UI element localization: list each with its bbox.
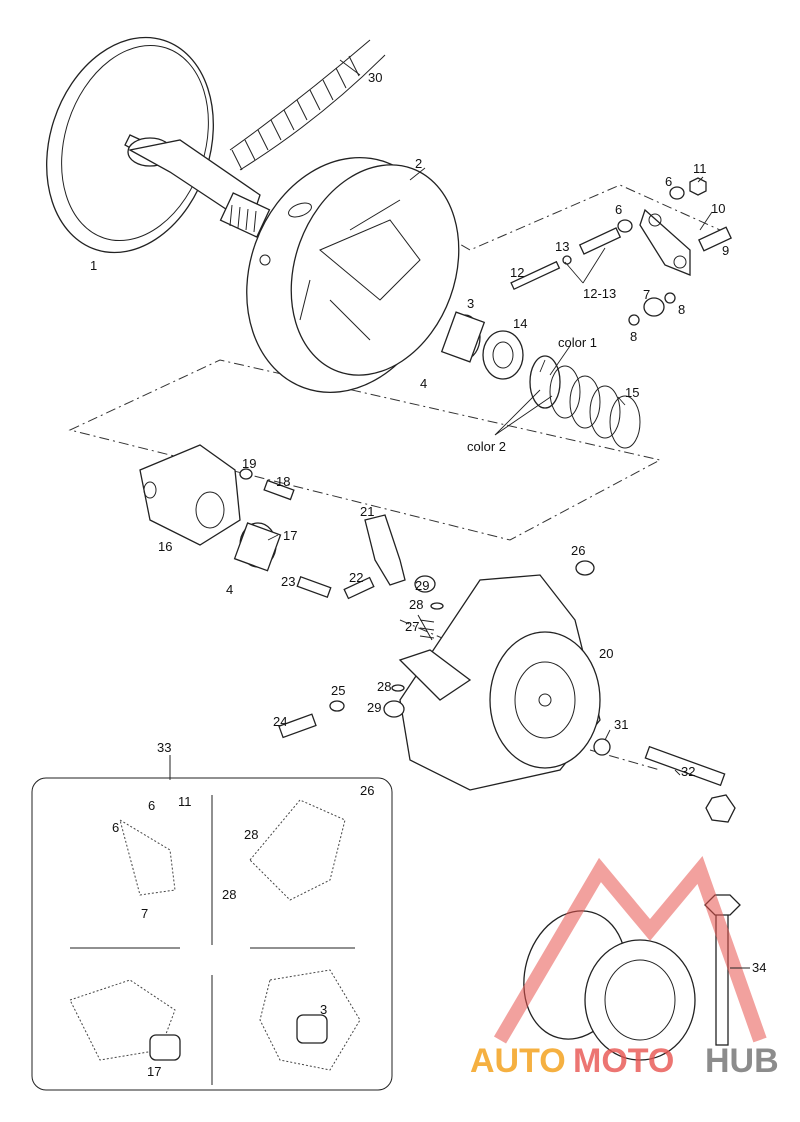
callout-3: 3 — [467, 296, 474, 311]
callout-12: 12 — [510, 265, 524, 280]
inset-callout-11: 11 — [178, 794, 192, 809]
roller-arm-cluster — [278, 514, 736, 823]
inset-labels: 6 11 6 7 26 28 28 17 3 — [112, 783, 374, 1079]
callout-14: 14 — [513, 316, 527, 331]
arm-hardware-cluster — [510, 177, 732, 326]
arm-support-part-20 — [399, 560, 601, 791]
drive-belt-part-30 — [229, 39, 386, 171]
callout-labels: 1 2 3 4 4 6 6 7 8 8 9 10 11 12 13 12-13 … — [90, 70, 766, 975]
inset-callout-17: 17 — [147, 1064, 161, 1079]
callout-8-right: 8 — [678, 302, 685, 317]
callout-30: 30 — [368, 70, 382, 85]
callout-10: 10 — [711, 201, 725, 216]
callout-6-top: 6 — [665, 174, 672, 189]
callout-4-top: 4 — [420, 376, 427, 391]
callout-29-top: 29 — [415, 578, 429, 593]
callout-21: 21 — [360, 504, 374, 519]
callout-color-2: color 2 — [467, 439, 506, 454]
inset-callout-7: 7 — [141, 906, 148, 921]
leader-lines — [169, 59, 750, 969]
callout-19: 19 — [242, 456, 256, 471]
inset-callout-6-left: 6 — [112, 820, 119, 835]
callout-17: 17 — [283, 528, 297, 543]
callout-7: 7 — [643, 287, 650, 302]
callout-18: 18 — [276, 474, 290, 489]
callout-12-13: 12-13 — [583, 286, 616, 301]
callout-34: 34 — [752, 960, 766, 975]
callout-1: 1 — [90, 258, 97, 273]
callout-25: 25 — [331, 683, 345, 698]
fixed-sheave-part-1 — [46, 36, 271, 254]
inset-kit-33 — [31, 755, 393, 1091]
bushing-seal-spring-cluster — [440, 311, 641, 449]
callout-26: 26 — [571, 543, 585, 558]
inset-callout-6-top: 6 — [148, 798, 155, 813]
callout-28-top: 28 — [409, 597, 423, 612]
watermark-auto: AUTO — [470, 1042, 566, 1080]
callout-20: 20 — [599, 646, 613, 661]
watermark-hub: HUB — [705, 1042, 779, 1080]
callout-33: 33 — [157, 740, 171, 755]
callout-11: 11 — [693, 161, 707, 176]
inset-callout-3: 3 — [320, 1002, 327, 1017]
callout-32: 32 — [681, 764, 695, 779]
watermark-logo: AUTO MOTO HUB — [470, 856, 779, 1080]
callout-6-mid: 6 — [615, 202, 622, 217]
callout-9: 9 — [722, 243, 729, 258]
callout-2: 2 — [415, 156, 422, 171]
inset-callout-28-bottom: 28 — [222, 887, 236, 902]
callout-23: 23 — [281, 574, 295, 589]
callout-28-bottom: 28 — [377, 679, 391, 694]
spider-cluster — [139, 444, 295, 572]
callout-15: 15 — [625, 385, 639, 400]
movable-drive-face-part-2 — [246, 156, 460, 394]
callout-24: 24 — [273, 714, 287, 729]
inset-callout-26: 26 — [360, 783, 374, 798]
callout-22: 22 — [349, 570, 363, 585]
callout-27: 27 — [405, 619, 419, 634]
callout-16: 16 — [158, 539, 172, 554]
callout-31: 31 — [614, 717, 628, 732]
callout-8-left: 8 — [630, 329, 637, 344]
callout-color-1: color 1 — [558, 335, 597, 350]
callout-29-bottom: 29 — [367, 700, 381, 715]
inset-callout-28-top: 28 — [244, 827, 258, 842]
callout-13: 13 — [555, 239, 569, 254]
callout-4-bottom: 4 — [226, 582, 233, 597]
watermark-moto: MOTO — [573, 1042, 674, 1080]
